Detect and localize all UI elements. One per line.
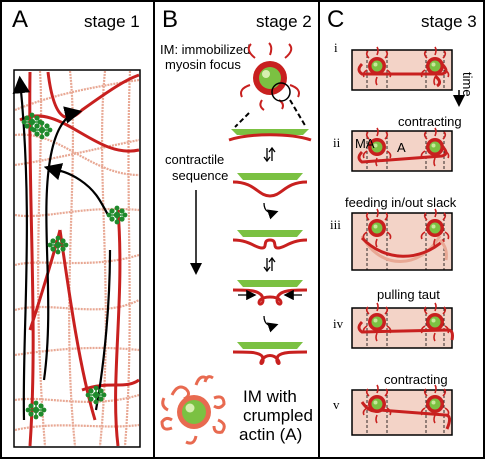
row-ii-numeral: ii xyxy=(333,135,341,150)
sequence-step-5 xyxy=(232,342,308,365)
row-v: contracting v xyxy=(333,372,453,436)
bottom-label-line1: IM with xyxy=(243,387,297,406)
im-with-crumpled-actin xyxy=(160,375,226,445)
panel-b-title: stage 2 xyxy=(256,12,312,31)
zoom-circle xyxy=(271,82,291,102)
equilibrium-arrow-1 xyxy=(263,146,276,163)
panel-b-letter: B xyxy=(162,6,178,33)
a-label: A xyxy=(397,140,406,155)
sequence-step-2 xyxy=(232,173,308,198)
zoom-line-right xyxy=(289,99,307,128)
row-ii-caption: contracting xyxy=(398,114,462,129)
row-i: i xyxy=(334,40,453,91)
immobilized-myosin-focus xyxy=(240,42,300,111)
row-iv-caption: pulling taut xyxy=(377,287,440,302)
row-iii-caption: feeding in/out slack xyxy=(345,195,457,210)
row-v-numeral: v xyxy=(333,397,340,412)
panel-b: B stage 2 IM: immobilized myosin focus c… xyxy=(153,0,320,459)
row-iii: feeding in/out slack iii xyxy=(330,195,457,271)
sequence-step-3 xyxy=(232,230,308,250)
row-iv-numeral: iv xyxy=(333,316,344,331)
step-arrow-4 xyxy=(263,315,279,333)
panel-a: A stage 1 xyxy=(0,0,155,459)
zoom-line-left xyxy=(234,112,250,128)
row-ii: contracting ii MA A xyxy=(333,114,462,172)
panel-a-title: stage 1 xyxy=(84,12,140,31)
bottom-label-line2: crumpled xyxy=(243,406,313,425)
sequence-label-line1: contractile xyxy=(165,152,224,167)
panel-c-title: stage 3 xyxy=(421,12,477,31)
panel-c: C stage 3 time i contracting ii xyxy=(318,0,485,459)
row-iii-numeral: iii xyxy=(330,217,341,232)
time-label: time xyxy=(460,72,475,97)
sequence-step-4 xyxy=(232,280,308,306)
row-v-caption: contracting xyxy=(384,372,448,387)
actin-network-background xyxy=(15,71,139,446)
panel-c-letter: C xyxy=(327,6,344,33)
im-label-line2: myosin focus xyxy=(165,57,241,72)
panel-c-frame xyxy=(318,0,485,459)
bottom-label-line3: actin (A) xyxy=(239,425,302,444)
step-arrow-2 xyxy=(263,202,279,220)
sequence-label-line2: sequence xyxy=(172,168,228,183)
row-iv: pulling taut iv xyxy=(333,287,454,349)
equilibrium-arrow-3 xyxy=(263,256,276,273)
sequence-step-1 xyxy=(228,129,312,142)
im-label-line1: IM: immobilized xyxy=(160,42,250,57)
ma-label: MA xyxy=(355,136,375,151)
panel-a-letter: A xyxy=(12,6,28,33)
row-i-numeral: i xyxy=(334,40,338,55)
